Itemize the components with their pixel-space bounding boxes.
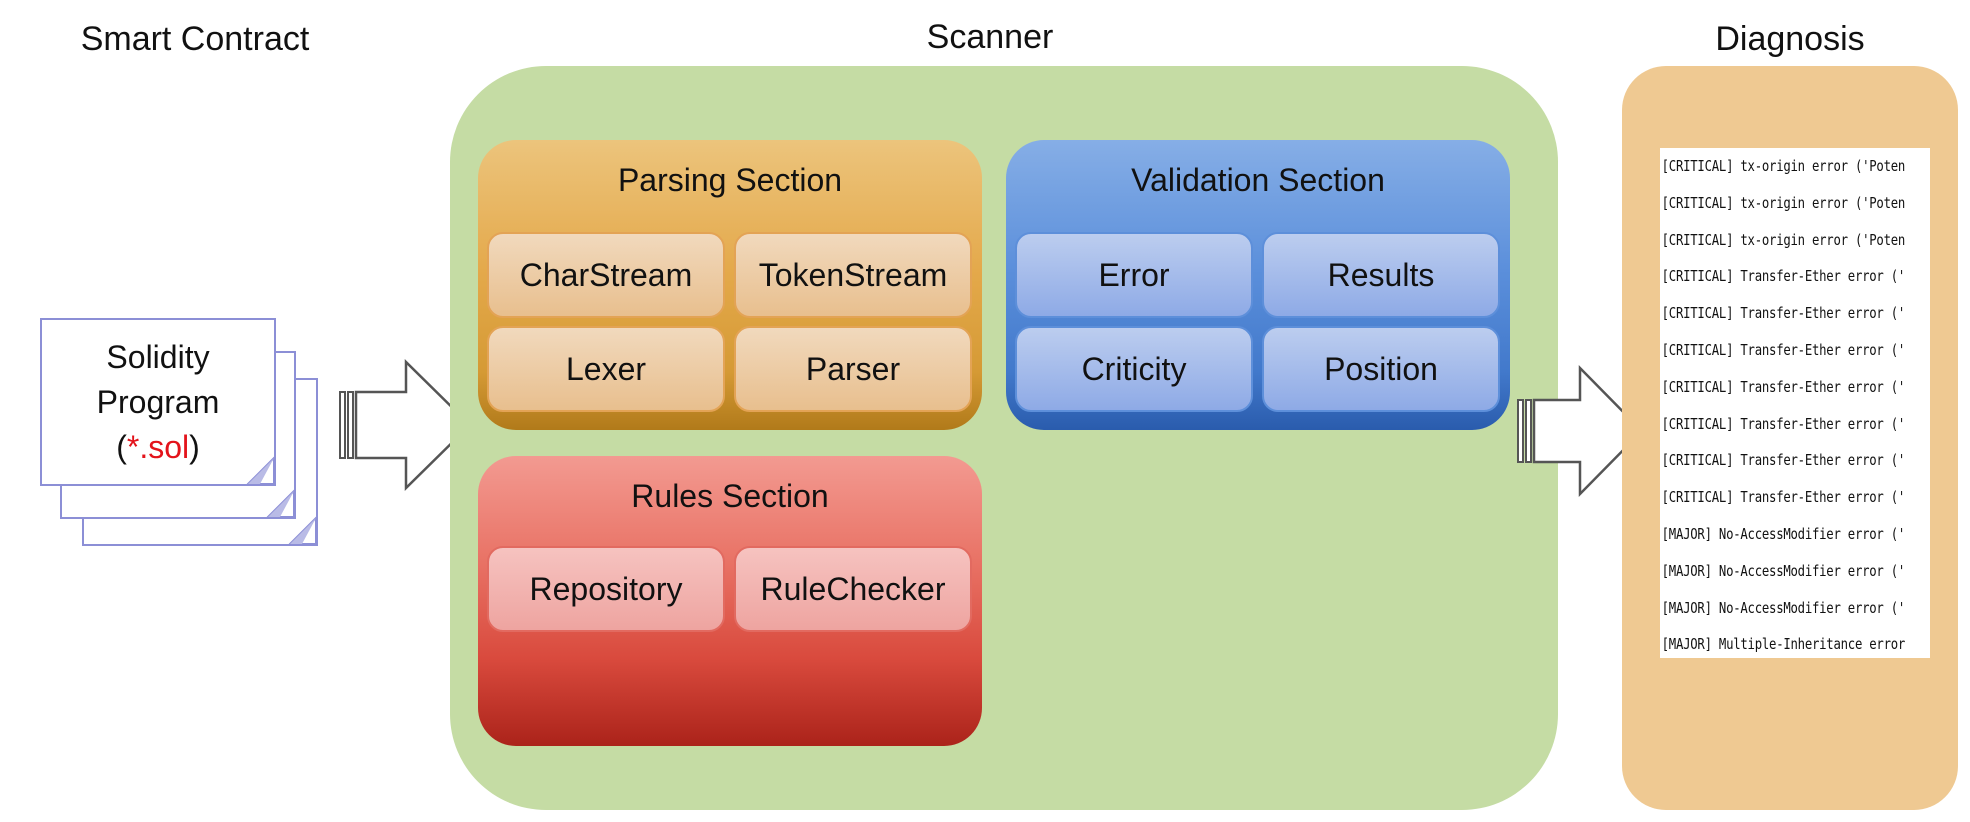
- log-line: [CRITICAL] Transfer-Ether error (': [1661, 451, 1906, 470]
- repository-box: Repository: [487, 546, 725, 632]
- log-line: [MAJOR] No-AccessModifier error (': [1661, 598, 1906, 617]
- diagnosis-title: Diagnosis: [1715, 20, 1865, 58]
- file-page-front: Solidity Program (*.sol): [40, 318, 276, 486]
- page-fold-icon: [288, 516, 317, 545]
- log-line: [CRITICAL] Transfer-Ether error (': [1661, 340, 1906, 359]
- parsing-section: Parsing Section CharStream TokenStream L…: [478, 140, 982, 430]
- tokenstream-box: TokenStream: [734, 232, 972, 318]
- rules-section-title: Rules Section: [631, 478, 829, 514]
- parsing-section-title: Parsing Section: [617, 162, 843, 198]
- file-label-line2: Program: [96, 383, 220, 420]
- log-line: [CRITICAL] Transfer-Ether error (': [1661, 414, 1906, 433]
- criticity-box: Criticity: [1015, 326, 1253, 412]
- page-fold-icon: [266, 489, 295, 518]
- error-box: Error: [1015, 232, 1253, 318]
- log-line: [CRITICAL] Transfer-Ether error (': [1661, 267, 1906, 286]
- log-line: [CRITICAL] Transfer-Ether error (': [1661, 377, 1906, 396]
- output-arrow-icon: [1517, 364, 1644, 498]
- file-label-line3: (*.sol): [116, 428, 200, 465]
- validation-section-title: Validation Section: [1131, 162, 1385, 198]
- log-line: [CRITICAL] Transfer-Ether error (': [1661, 488, 1906, 507]
- diagnosis-log: [CRITICAL] tx-origin error ('Poten [CRITI…: [1660, 148, 1930, 658]
- page-fold-icon: [246, 456, 275, 485]
- lexer-box: Lexer: [487, 326, 725, 412]
- log-line: [MAJOR] Multiple-Inheritance error: [1661, 635, 1906, 654]
- validation-section: Validation Section Error Results Critici…: [1006, 140, 1510, 430]
- rulechecker-box: RuleChecker: [734, 546, 972, 632]
- results-box: Results: [1262, 232, 1500, 318]
- log-line: [CRITICAL] tx-origin error ('Poten: [1661, 230, 1906, 249]
- smart-contract-title: Smart Contract: [80, 20, 310, 58]
- log-line: [CRITICAL] tx-origin error ('Poten: [1661, 193, 1906, 212]
- rules-section: Rules Section Repository RuleChecker: [478, 456, 982, 746]
- input-arrow-icon: [339, 359, 472, 491]
- log-line: [MAJOR] No-AccessModifier error (': [1661, 524, 1906, 543]
- log-line: [CRITICAL] Transfer-Ether error (': [1661, 304, 1906, 323]
- file-extension: *.sol: [126, 428, 190, 465]
- parser-box: Parser: [734, 326, 972, 412]
- scanner-title: Scanner: [926, 18, 1054, 56]
- position-box: Position: [1262, 326, 1500, 412]
- log-line: [CRITICAL] tx-origin error ('Poten: [1661, 157, 1906, 175]
- log-line: [MAJOR] No-AccessModifier error (': [1661, 561, 1906, 580]
- charstream-box: CharStream: [487, 232, 725, 318]
- file-label-line1: Solidity: [106, 338, 210, 375]
